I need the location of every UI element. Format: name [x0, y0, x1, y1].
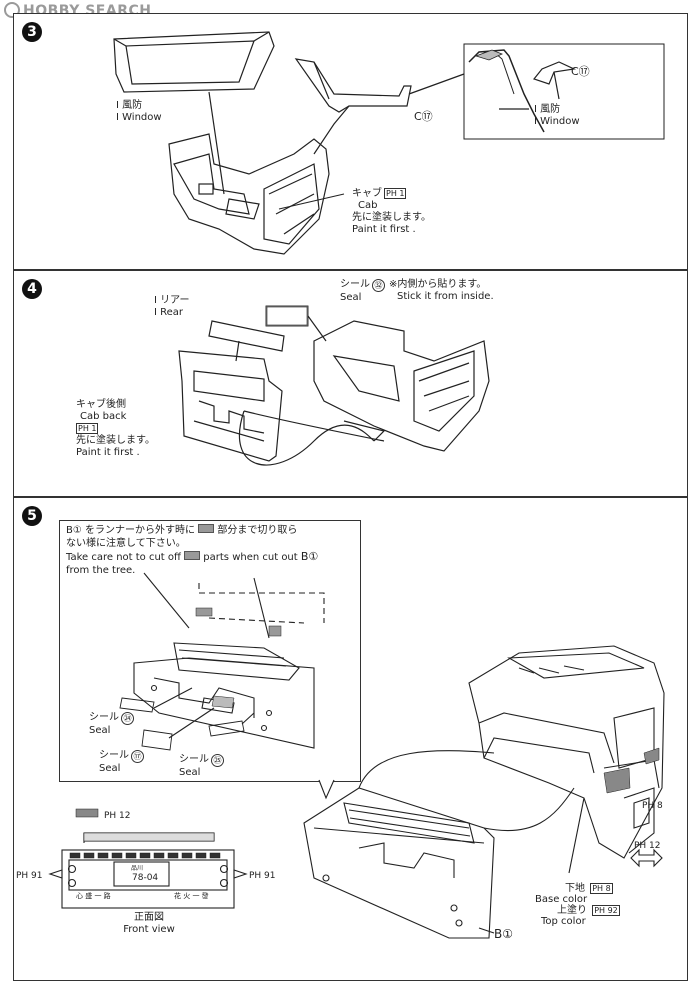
front-paint-code-left: PH 91 [16, 871, 43, 881]
rear-window-label: I リアー I Rear [154, 295, 190, 318]
cab-back-label: キャブ後側 Cab back PH 1 先に塗装します。 Paint it fi… [76, 399, 155, 458]
front-paint-code-right: PH 91 [249, 871, 276, 881]
step-4-panel: 4 I リアー I Rear [13, 270, 688, 497]
base-color-label: 下地 PH 8 Base color 上塗り PH 92 Top color [535, 883, 620, 927]
step-3-panel: 3 [13, 13, 688, 270]
left-nameplate: 心 盛 一 路 [76, 892, 111, 900]
bumper-part-label: B① [494, 927, 513, 941]
detail-c17-label: C⑰ [571, 65, 590, 78]
inside-note: ※内側から貼ります。 Stick it from inside. [389, 279, 494, 302]
paint-code: PH 1 [384, 188, 407, 199]
window-label: I 風防 I Window [116, 100, 162, 123]
step-5-panel: 5 [13, 497, 688, 981]
paint-code: PH 1 [76, 423, 99, 434]
step-4-illustration [178, 305, 490, 466]
cutting-note: B① をランナーから外す時に 部分まで切り取ら ない様に注意して下さい。 Tak… [66, 524, 319, 576]
watermark-logo-icon [4, 2, 20, 18]
part-c17-label: C⑰ [414, 110, 433, 123]
step-5-illustration [48, 572, 665, 939]
bumper-detail-box [59, 520, 361, 782]
license-plate-area: 品川 [131, 865, 144, 872]
license-plate-number: 78-04 [132, 873, 159, 883]
step-number: 5 [22, 506, 42, 526]
front-view-title: 正面図 Front view [123, 912, 175, 935]
detail-window-label: I 風防 I Window [534, 104, 580, 127]
step-number: 3 [22, 22, 42, 42]
step-3-illustration [113, 31, 665, 255]
gray-swatch [198, 524, 215, 533]
cab-paint-code-12: PH 12 [634, 841, 661, 851]
gray-swatch [184, 551, 201, 560]
right-nameplate: 花 火 一 發 [174, 892, 209, 900]
front-paint-code-top: PH 12 [104, 811, 131, 821]
step-number: 4 [22, 279, 42, 299]
cab-paint-code-8: PH 8 [642, 801, 663, 811]
